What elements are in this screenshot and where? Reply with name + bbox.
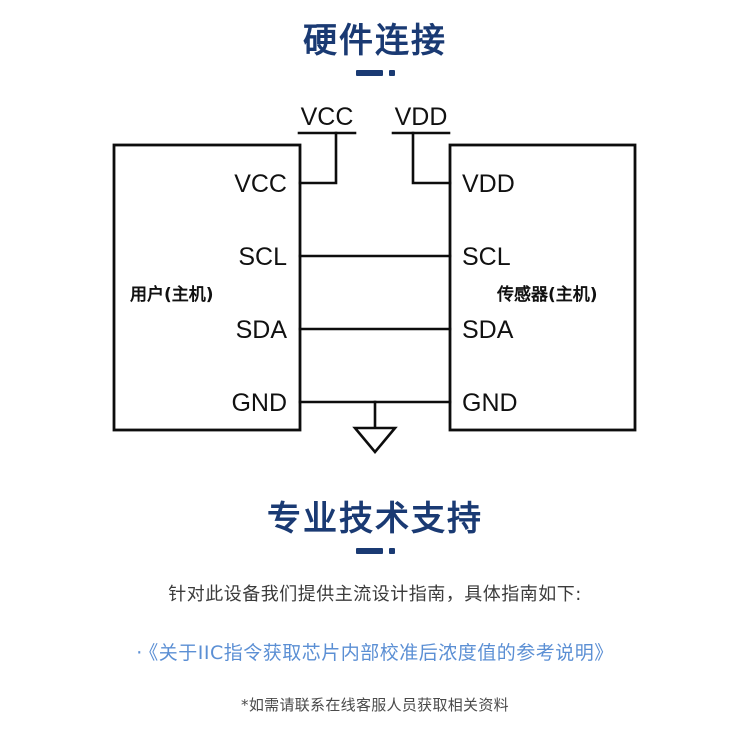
- vcc-rail-label: VCC: [301, 103, 354, 131]
- right-pin-label-scl: SCL: [462, 243, 511, 271]
- heading-decoration: [0, 548, 750, 555]
- technical-support-heading-text: 专业技术支持: [267, 500, 483, 538]
- support-footnote-text: *如需请联系在线客服人员获取相关资料: [241, 696, 509, 714]
- left-pin-label-scl: SCL: [238, 243, 287, 271]
- vdd-rail-wire: [411, 131, 452, 185]
- hardware-connection-heading-text: 硬件连接: [303, 22, 447, 60]
- vcc-rail-wire: [298, 131, 338, 185]
- left-pin-label-gnd: GND: [231, 389, 287, 417]
- hardware-connection-diagram: VCC VDD VCC SCL SDA GND 用户(主机) VDD SCL S…: [112, 103, 637, 455]
- right-pin-label-gnd: GND: [462, 389, 518, 417]
- decoration-dot-icon: [388, 70, 395, 77]
- support-document-list: ·《关于IIC指令获取芯片内部校准后浓度值的参考说明》: [0, 638, 750, 665]
- heading-decoration: [0, 70, 750, 77]
- iic-reference-document-link[interactable]: 《关于IIC指令获取芯片内部校准后浓度值的参考说明》: [148, 642, 614, 664]
- right-device-name: 传感器(主机): [496, 284, 598, 305]
- left-pin-label-vcc: VCC: [234, 170, 287, 198]
- left-pin-label-sda: SDA: [236, 316, 288, 344]
- decoration-bar-icon: [355, 70, 383, 77]
- support-intro-text: 针对此设备我们提供主流设计指南，具体指南如下:: [168, 584, 582, 605]
- right-pin-label-sda: SDA: [462, 316, 514, 344]
- vdd-rail-label: VDD: [395, 103, 448, 131]
- hardware-connection-heading: 硬件连接: [0, 22, 750, 77]
- list-bullet-icon: ·: [136, 642, 143, 664]
- right-pin-label-vdd: VDD: [462, 170, 515, 198]
- left-device-name: 用户(主机): [130, 284, 214, 305]
- earth-ground-icon: [352, 426, 398, 455]
- circuit-schematic: VCC VDD VCC SCL SDA GND 用户(主机) VDD SCL S…: [112, 103, 637, 455]
- decoration-bar-icon: [355, 548, 383, 555]
- right-device-box: [448, 143, 637, 432]
- decoration-dot-icon: [388, 548, 395, 555]
- left-device-box: [112, 143, 302, 432]
- technical-support-heading: 专业技术支持: [0, 500, 750, 555]
